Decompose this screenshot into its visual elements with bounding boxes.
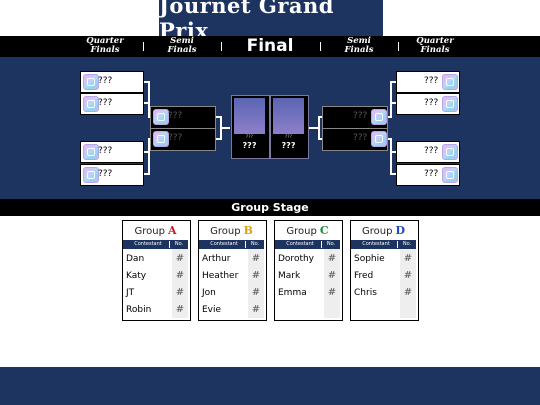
header-separator: [398, 42, 399, 51]
header-separator: [320, 42, 321, 51]
group-label: Group: [134, 226, 165, 237]
number-column: [248, 249, 264, 318]
contestant-row[interactable]: Emma#: [278, 287, 337, 298]
cube-icon: [83, 74, 99, 90]
contestant-row[interactable]: Katy#: [126, 270, 185, 281]
header-separator: [143, 42, 144, 51]
contestant-row[interactable]: Dorothy#: [278, 253, 337, 264]
bracket-slot-semi-left-2[interactable]: ???: [150, 128, 216, 151]
cube-icon: [371, 131, 387, 147]
contestant-row[interactable]: JT#: [126, 287, 185, 298]
number-column: [172, 249, 188, 318]
group-stage-header: Group Stage: [0, 199, 540, 216]
bracket-slot-semi-right-2[interactable]: ???: [322, 128, 388, 151]
contestant-row[interactable]: Jon#: [202, 287, 261, 298]
group-letter: D: [395, 224, 405, 237]
contestant-row[interactable]: Heather#: [202, 270, 261, 281]
bracket-slot-quarter-right-3[interactable]: ???: [396, 141, 460, 163]
bracket-slot-semi-right-1[interactable]: ???: [322, 106, 388, 129]
tournament-title: Journet Grand Prix: [159, 0, 383, 43]
group-letter: B: [243, 224, 253, 237]
number-column: [324, 249, 340, 318]
bracket-slot-quarter-left-1[interactable]: ???: [80, 71, 144, 93]
group-label: Group: [286, 226, 317, 237]
bracket-slot-quarter-left-2[interactable]: ???: [80, 93, 144, 115]
cube-icon: [83, 144, 99, 160]
contestant-row[interactable]: Sophie#: [354, 253, 413, 264]
round-label-semi-right: Semi Finals: [344, 36, 374, 55]
cube-icon: [442, 144, 458, 160]
round-label-final: Final: [246, 36, 294, 56]
contestant-row[interactable]: Mark#: [278, 270, 337, 281]
contestant-row[interactable]: Chris#: [354, 287, 413, 298]
bracket-area: ??? ??? ??? ??? ??? ??? ??? ??? ??? ??? …: [0, 57, 540, 199]
final-card-artwork: [234, 98, 265, 134]
group-letter: C: [319, 224, 329, 237]
cube-icon: [83, 96, 99, 112]
cube-icon: [153, 131, 169, 147]
contestant-row[interactable]: Fred#: [354, 270, 413, 281]
contestant-row[interactable]: Robin#: [126, 304, 185, 315]
round-label-semi-left: Semi Finals: [167, 36, 197, 55]
bracket-slot-quarter-left-3[interactable]: ???: [80, 141, 144, 163]
bracket-slot-quarter-left-4[interactable]: ???: [80, 164, 144, 186]
round-header-bar: Quarter Finals Semi Finals Final Semi Fi…: [0, 36, 540, 57]
contestant-row[interactable]: Evie#: [202, 304, 261, 315]
group-label: Group: [362, 226, 393, 237]
cube-icon: [153, 109, 169, 125]
final-card-right[interactable]: ??? ???: [270, 95, 309, 159]
round-label-quarter-left: Quarter Finals: [86, 36, 124, 55]
cube-icon: [442, 167, 458, 183]
bracket-slot-quarter-right-1[interactable]: ???: [396, 71, 460, 93]
final-card-artwork: [273, 98, 304, 134]
contestant-row[interactable]: Dan#: [126, 253, 185, 264]
header-separator: [221, 42, 222, 51]
bracket-slot-quarter-right-2[interactable]: ???: [396, 93, 460, 115]
round-label-quarter-right: Quarter Finals: [416, 36, 454, 55]
cube-icon: [83, 167, 99, 183]
cube-icon: [442, 74, 458, 90]
group-label: Group: [210, 226, 241, 237]
bracket-slot-quarter-right-4[interactable]: ???: [396, 164, 460, 186]
group-letter: A: [167, 224, 177, 237]
cube-icon: [371, 109, 387, 125]
cube-icon: [442, 96, 458, 112]
contestant-row[interactable]: Arthur#: [202, 253, 261, 264]
number-column: [400, 249, 416, 318]
bracket-slot-semi-left-1[interactable]: ???: [150, 106, 216, 129]
final-card-left[interactable]: ??? ???: [231, 95, 270, 159]
footer-bar: [0, 367, 540, 405]
